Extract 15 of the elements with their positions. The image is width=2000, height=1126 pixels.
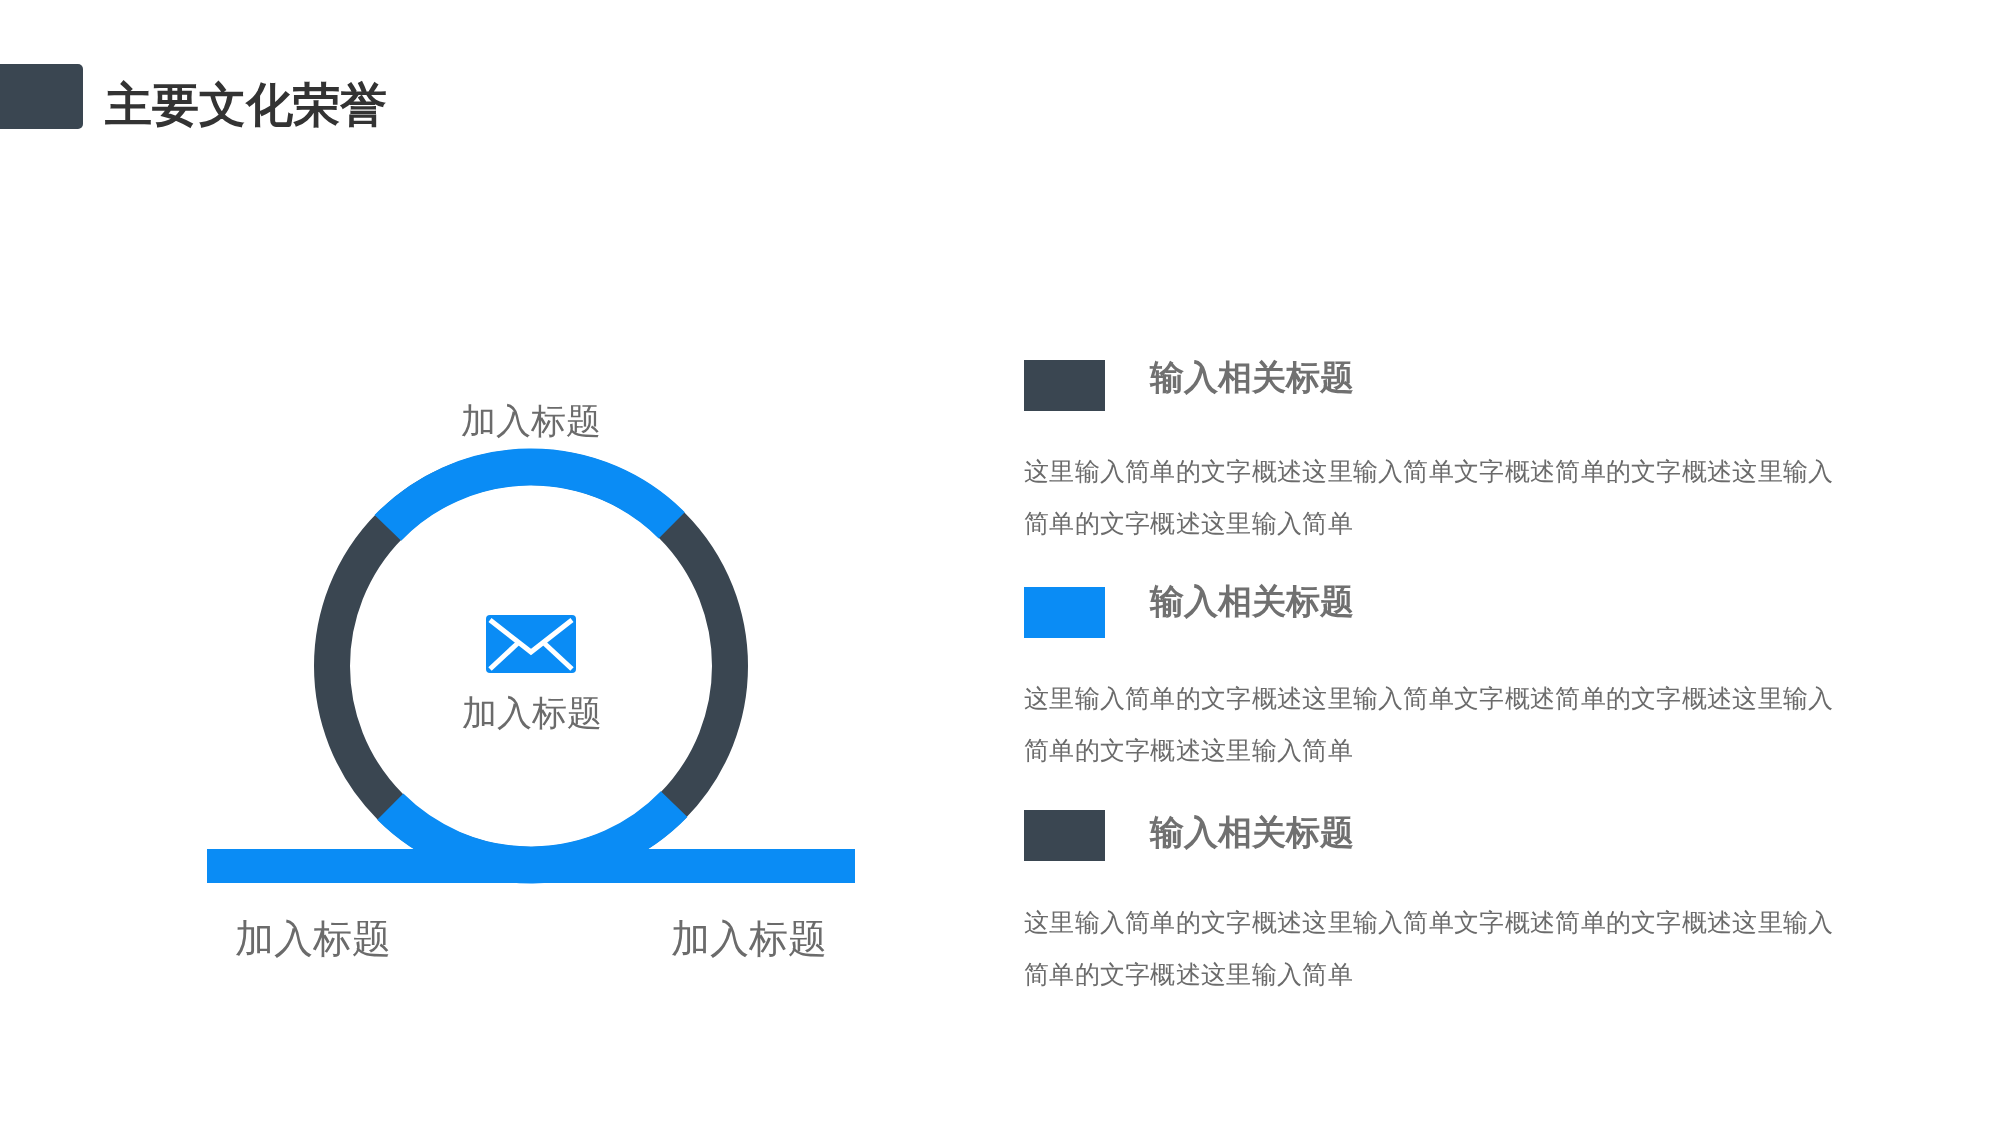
ring-label: 加入标题 (235, 915, 391, 963)
center-label: 加入标题 (462, 692, 602, 735)
bullet-marker (1024, 810, 1105, 861)
item-description: 这里输入简单的文字概述这里输入简单文字概述简单的文字概述这里输入简单的文字概述这里输入简单 (1024, 907, 1835, 991)
item-heading: 输入相关标题 (1150, 356, 1354, 399)
item-description: 这里输入简单的文字概述这里输入简单文字概述简单的文字概述这里输入简单的文字概述这里输入简单 (1024, 456, 1835, 540)
item-heading: 输入相关标题 (1150, 580, 1354, 623)
slide-title: 主要文化荣誉 (105, 76, 387, 134)
title-bar (0, 64, 83, 129)
bullet-marker (1024, 360, 1105, 411)
item-heading: 输入相关标题 (1150, 811, 1354, 854)
ring-label: 加入标题 (671, 915, 827, 963)
ring-label: 加入标题 (461, 400, 601, 443)
item-description: 这里输入简单的文字概述这里输入简单文字概述简单的文字概述这里输入简单的文字概述这里输入简单 (1024, 683, 1835, 767)
bullet-marker (1024, 587, 1105, 638)
